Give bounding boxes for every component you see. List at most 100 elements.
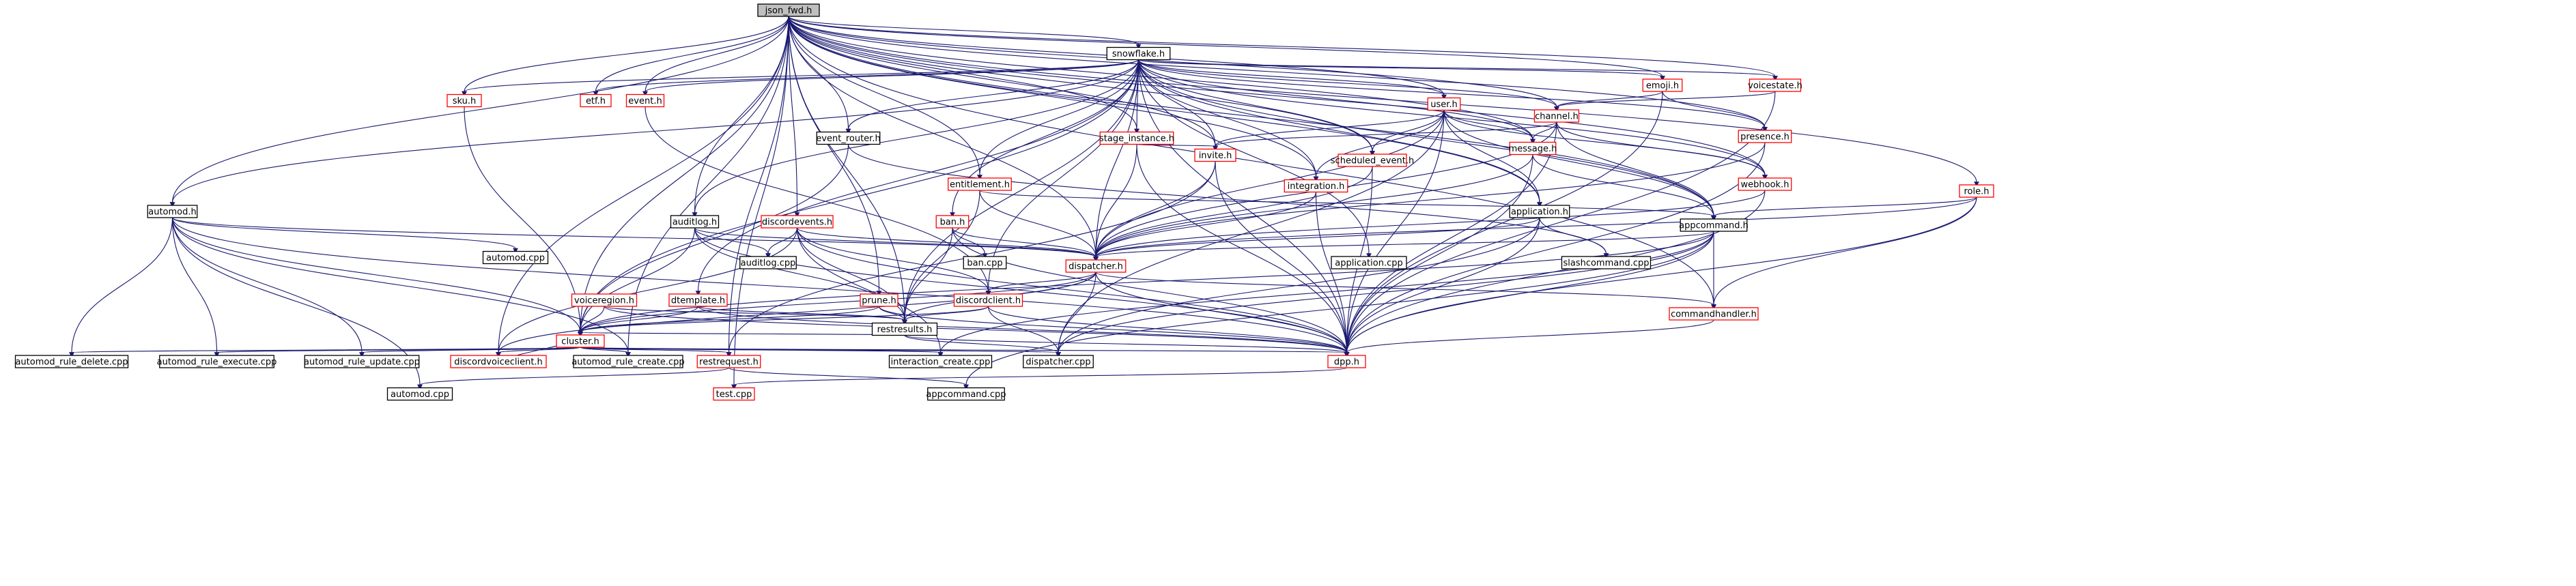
node-automod_rule_delete[interactable]: automod_rule_delete.cpp bbox=[14, 355, 129, 368]
node-channel[interactable]: channel.h bbox=[1533, 109, 1580, 123]
edge-emoji-to-presence bbox=[1662, 91, 1768, 132]
node-appcommand_cpp[interactable]: appcommand.cpp bbox=[926, 387, 1006, 401]
edge-json_fwd-to-emoji bbox=[788, 16, 1665, 81]
node-etf[interactable]: etf.h bbox=[580, 93, 612, 108]
node-presence[interactable]: presence.h bbox=[1738, 130, 1792, 143]
node-label: json_fwd.h bbox=[765, 6, 812, 16]
node-box bbox=[670, 215, 720, 229]
node-slashcommand_cpp[interactable]: slashcommand.cpp bbox=[1561, 256, 1652, 269]
node-discordclient[interactable]: discordclient.h bbox=[953, 293, 1023, 307]
node-box bbox=[1749, 78, 1802, 92]
edge-discordevents-to-restresults bbox=[796, 227, 907, 325]
node-label: appcommand.h bbox=[1679, 221, 1749, 231]
node-auditlog[interactable]: auditlog.h bbox=[670, 215, 720, 229]
node-box bbox=[1738, 130, 1792, 143]
node-label: automod.cpp bbox=[391, 390, 449, 400]
node-entitlement[interactable]: entitlement.h bbox=[948, 177, 1012, 191]
node-dispatcher[interactable]: dispatcher.h bbox=[1065, 259, 1127, 273]
node-application_cpp[interactable]: application.cpp bbox=[1331, 256, 1407, 269]
node-invite[interactable]: invite.h bbox=[1194, 148, 1236, 162]
edge-automod-to-automod_rule_create bbox=[171, 217, 631, 357]
node-discordevents[interactable]: discordevents.h bbox=[761, 215, 834, 229]
edge-automod-to-dpp bbox=[171, 217, 1350, 357]
node-test_cpp[interactable]: test.cpp bbox=[713, 387, 755, 401]
node-automod_rule_update[interactable]: automod_rule_update.cpp bbox=[304, 355, 420, 368]
edges-layer bbox=[69, 16, 1979, 390]
node-interaction_create[interactable]: interaction_create.cpp bbox=[888, 355, 993, 368]
node-cluster[interactable]: cluster.h bbox=[556, 334, 605, 348]
node-box bbox=[757, 3, 820, 17]
node-box bbox=[571, 293, 638, 307]
node-emoji[interactable]: emoji.h bbox=[1642, 78, 1683, 92]
node-dpp[interactable]: dpp.h bbox=[1327, 355, 1366, 368]
node-box bbox=[1284, 179, 1348, 193]
node-webhook[interactable]: webhook.h bbox=[1738, 177, 1792, 191]
node-label: automod.h bbox=[148, 207, 197, 218]
node-automod_cpp2[interactable]: automod.cpp bbox=[386, 387, 453, 401]
node-voiceregion[interactable]: voiceregion.h bbox=[571, 293, 638, 307]
node-label: dispatcher.h bbox=[1068, 262, 1123, 272]
edge-json_fwd-to-automod bbox=[169, 16, 789, 207]
node-event_router[interactable]: event_router.h bbox=[816, 131, 881, 145]
node-automod_rule_create[interactable]: automod_rule_create.cpp bbox=[571, 355, 685, 368]
edge-integration-to-dpp bbox=[1315, 192, 1350, 357]
node-prune[interactable]: prune.h bbox=[860, 293, 898, 307]
node-box bbox=[447, 93, 482, 108]
edge-restresults-to-dispatcher_cpp bbox=[904, 334, 1061, 357]
edge-snowflake-to-event_router bbox=[845, 59, 1140, 134]
edge-json_fwd-to-cluster bbox=[578, 16, 789, 337]
node-box bbox=[1680, 218, 1748, 232]
node-label: automod_rule_execute.cpp bbox=[157, 357, 277, 368]
edge-snowflake-to-message bbox=[1137, 59, 1535, 145]
node-json_fwd[interactable]: json_fwd.h bbox=[757, 3, 820, 17]
node-ban_cpp[interactable]: ban.cpp bbox=[963, 256, 1007, 269]
node-scheduled_event[interactable]: scheduled_event.h bbox=[1331, 153, 1414, 167]
edge-prune-to-cluster bbox=[578, 306, 880, 337]
node-label: voiceregion.h bbox=[574, 296, 634, 306]
node-box bbox=[1669, 307, 1759, 321]
node-restresults[interactable]: restresults.h bbox=[871, 322, 938, 336]
node-label: interaction_create.cpp bbox=[891, 357, 991, 368]
edge-restrequest-to-appcommand_cpp bbox=[728, 367, 969, 390]
node-restrequest[interactable]: restrequest.h bbox=[696, 355, 761, 368]
edge-dtemplate-to-cluster bbox=[578, 306, 699, 337]
node-ban[interactable]: ban.h bbox=[935, 215, 969, 229]
node-box bbox=[1959, 184, 1994, 198]
node-automod[interactable]: automod.h bbox=[147, 205, 198, 218]
node-auditlog_cpp[interactable]: auditlog.cpp bbox=[739, 256, 797, 269]
edge-emoji-to-dpp bbox=[1344, 91, 1663, 357]
node-role[interactable]: role.h bbox=[1959, 184, 1994, 198]
node-discordvoiceclient[interactable]: discordvoiceclient.h bbox=[450, 355, 547, 368]
edge-json_fwd-to-message bbox=[788, 16, 1535, 145]
edge-message-to-dispatcher bbox=[1093, 154, 1533, 262]
node-label: emoji.h bbox=[1646, 81, 1679, 91]
node-event[interactable]: event.h bbox=[625, 93, 665, 108]
node-label: stage_instance.h bbox=[1099, 134, 1174, 144]
node-dtemplate[interactable]: dtemplate.h bbox=[668, 293, 728, 307]
node-label: ban.h bbox=[940, 218, 965, 228]
node-voicestate[interactable]: voicestate.h bbox=[1748, 78, 1802, 92]
node-box bbox=[739, 256, 797, 269]
node-box bbox=[761, 215, 834, 229]
node-dispatcher_cpp[interactable]: dispatcher.cpp bbox=[1023, 355, 1094, 368]
edge-entitlement-to-appcommand bbox=[979, 190, 1716, 221]
node-label: test.cpp bbox=[716, 390, 752, 400]
node-label: webhook.h bbox=[1741, 180, 1789, 190]
node-commandhandler[interactable]: commandhandler.h bbox=[1669, 307, 1759, 321]
node-box bbox=[159, 355, 274, 368]
node-appcommand[interactable]: appcommand.h bbox=[1679, 218, 1749, 232]
edge-automod-to-cluster bbox=[171, 217, 583, 337]
node-automod_cpp[interactable]: automod.cpp bbox=[482, 250, 549, 265]
edge-appcommand-to-dispatcher bbox=[1093, 231, 1714, 262]
node-application[interactable]: application.h bbox=[1509, 205, 1570, 218]
node-sku[interactable]: sku.h bbox=[447, 93, 482, 108]
node-automod_rule_execute[interactable]: automod_rule_execute.cpp bbox=[157, 355, 277, 368]
node-stage_instance[interactable]: stage_instance.h bbox=[1099, 131, 1174, 145]
node-snowflake[interactable]: snowflake.h bbox=[1106, 46, 1171, 61]
node-message[interactable]: message.h bbox=[1509, 141, 1557, 156]
node-integration[interactable]: integration.h bbox=[1284, 179, 1348, 193]
node-user[interactable]: user.h bbox=[1427, 97, 1461, 111]
edge-user-to-application bbox=[1443, 110, 1542, 207]
edge-snowflake-to-application bbox=[1137, 59, 1542, 207]
edge-channel-to-message bbox=[1530, 121, 1557, 145]
